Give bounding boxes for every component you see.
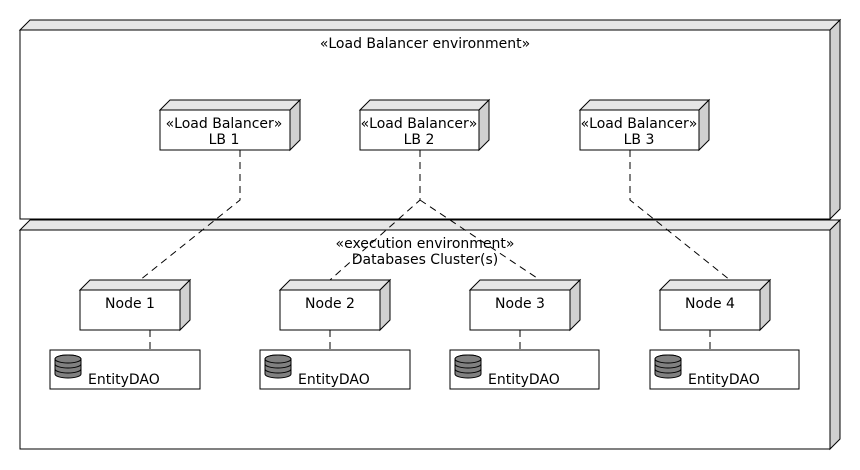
database-icon xyxy=(654,354,682,379)
database-icon xyxy=(54,354,82,379)
lb3-name: LB 3 xyxy=(624,132,655,148)
database-icon xyxy=(454,354,482,379)
node1-name: Node 1 xyxy=(105,296,155,312)
exec-env-front-face xyxy=(19,229,831,450)
lb-env-side-face xyxy=(829,18,841,221)
exec-env-name: Databases Cluster(s) xyxy=(352,252,498,268)
connector-lb2-node3 xyxy=(419,199,541,281)
exec-env-stereotype: «execution environment» xyxy=(336,236,515,252)
node3-top-face xyxy=(468,279,582,291)
execution-environment: «execution environment» Databases Cluste… xyxy=(18,218,842,451)
lb3-top-face xyxy=(578,99,711,111)
node3-name: Node 3 xyxy=(495,296,545,312)
cluster-node-4[interactable]: Node 4 xyxy=(658,278,772,332)
node4-front-face xyxy=(659,289,761,331)
exec-env-top-face xyxy=(18,219,842,231)
node2-top-face xyxy=(278,279,392,291)
lb2-top-face xyxy=(358,99,491,111)
exec-env-side-face xyxy=(829,218,841,451)
lb2-front-face xyxy=(359,109,480,151)
load-balancer-node-2[interactable]: «Load Balancer» LB 2 xyxy=(358,98,491,152)
lb1-name: LB 1 xyxy=(209,132,240,148)
artifact3-label: EntityDAO xyxy=(488,372,560,388)
cluster-node-3[interactable]: Node 3 xyxy=(468,278,582,332)
node1-top-face xyxy=(78,279,192,291)
node2-name: Node 2 xyxy=(305,296,355,312)
artifact-entitydao-4[interactable]: EntityDAO xyxy=(649,349,800,390)
lb-env-stereotype: «Load Balancer environment» xyxy=(320,36,530,52)
connector-lb3-node4 xyxy=(629,150,731,281)
cluster-node-2[interactable]: Node 2 xyxy=(278,278,392,332)
lb-env-top-face xyxy=(18,19,842,31)
artifact-entitydao-2[interactable]: EntityDAO xyxy=(259,349,411,390)
artifact2-label: EntityDAO xyxy=(298,372,370,388)
node1-front-face xyxy=(79,289,181,331)
lb3-front-face xyxy=(579,109,700,151)
load-balancer-node-1[interactable]: «Load Balancer» LB 1 xyxy=(158,98,302,152)
artifact-entitydao-1[interactable]: EntityDAO xyxy=(49,349,201,390)
artifact-entitydao-3[interactable]: EntityDAO xyxy=(449,349,600,390)
node2-front-face xyxy=(279,289,381,331)
lb2-stereotype: «Load Balancer» xyxy=(361,116,478,132)
node4-name: Node 4 xyxy=(685,296,735,312)
database-icon xyxy=(264,354,292,379)
lb2-name: LB 2 xyxy=(404,132,435,148)
lb1-front-face xyxy=(159,109,291,151)
artifact1-label: EntityDAO xyxy=(88,372,160,388)
load-balancer-node-3[interactable]: «Load Balancer» LB 3 xyxy=(578,98,711,152)
connectors xyxy=(139,150,731,350)
lb1-top-face xyxy=(158,99,302,111)
node3-front-face xyxy=(469,289,571,331)
node4-top-face xyxy=(658,279,772,291)
connector-lb1-node1 xyxy=(139,150,241,281)
lb3-stereotype: «Load Balancer» xyxy=(581,116,698,132)
cluster-node-1[interactable]: Node 1 xyxy=(78,278,192,332)
artifact4-label: EntityDAO xyxy=(688,372,760,388)
lb1-stereotype: «Load Balancer» xyxy=(166,116,283,132)
